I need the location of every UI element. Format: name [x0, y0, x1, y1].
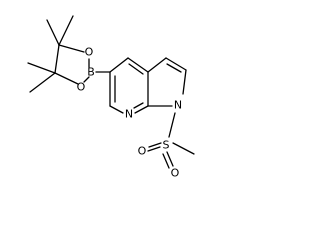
atom-pyridine-nitrogen: N	[125, 108, 133, 121]
bond-c3-c2-inner	[166, 63, 182, 73]
bond-methyl-2b	[29, 72, 56, 93]
atom-oxygen-lower: O	[77, 81, 86, 94]
atom-sulfur: S	[163, 139, 170, 152]
bond-methyl-1a	[46, 19, 60, 46]
bond-c5-c4	[109, 57, 129, 73]
bond-s-o-a	[147, 146, 161, 152]
bond-c2-o-lower	[54, 72, 79, 85]
bond-c1-c2	[54, 44, 60, 74]
bond-c4-c3a-inner	[128, 63, 144, 75]
atom-boron: B	[87, 66, 95, 79]
bond-s-methyl	[172, 142, 195, 155]
bond-o-lower-b	[83, 76, 90, 83]
bond-c7a-n7	[134, 105, 149, 114]
atom-oxygen-upper: O	[85, 46, 94, 59]
bond-c3a-c3	[147, 57, 167, 73]
bond-c7a-n7-inner	[133, 102, 144, 109]
bond-c2-n1	[182, 69, 187, 95]
atom-labels: B O O N N S O O	[77, 46, 182, 180]
bond-n1-s	[168, 112, 176, 138]
bond-s-o-b	[166, 151, 174, 167]
bond-lines	[27, 15, 195, 169]
bond-c1-o-upper	[58, 44, 85, 53]
bond-c4-c3a	[127, 57, 149, 73]
bond-s-o-a-double	[148, 142, 162, 148]
bond-s-o-b-double	[162, 153, 170, 169]
bond-methyl-2a	[27, 62, 56, 74]
bond-n7-c6	[109, 105, 124, 114]
atom-sulfonyl-oxygen-b: O	[171, 167, 180, 180]
bond-methyl-1b	[58, 15, 74, 46]
chemical-structure: B O O N N S O O	[27, 15, 195, 180]
atom-sulfonyl-oxygen-a: O	[138, 145, 147, 158]
atom-pyrrole-nitrogen: N	[174, 99, 182, 112]
bond-c3-c2	[165, 57, 187, 71]
